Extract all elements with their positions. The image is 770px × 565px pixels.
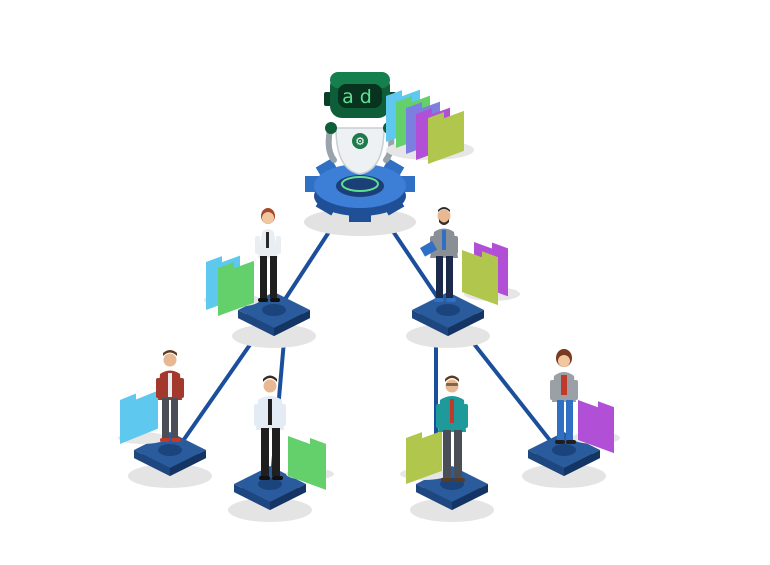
folder-icon: [120, 390, 158, 444]
node-manager-right: [406, 207, 520, 348]
person-man-red-jacket: [156, 350, 184, 442]
folder-icon-group: [462, 242, 520, 306]
folder-icon: [420, 241, 438, 257]
folder-icon: [218, 260, 254, 316]
node-employee-3: [400, 375, 494, 522]
folder-icon-group: [286, 436, 334, 490]
node-employee-4: [522, 349, 620, 488]
robot-visor-text: ad: [342, 86, 378, 108]
folder-icon-group: [204, 255, 260, 316]
folder-icon-group: [118, 390, 166, 444]
node-employee-2: [228, 375, 334, 522]
folder-icon-group: [400, 430, 448, 484]
robot-chest-gear-icon: ⚙: [355, 135, 365, 148]
folder-icon-group: [572, 400, 620, 454]
robot-hub: ⚙ ad: [304, 72, 416, 236]
person-woman-grey-cardigan: [550, 349, 578, 444]
folder-icon: [406, 430, 442, 484]
gear-icon: [305, 156, 415, 222]
person-woman-white-shirt: [255, 208, 281, 302]
folder-icon: [288, 436, 326, 490]
node-manager-left: [204, 208, 316, 348]
folder-icon: [462, 250, 498, 306]
node-employee-1: [118, 350, 212, 488]
person-man-white-shirt-tie: [254, 375, 286, 480]
person-bearded-man-grey-suit: [420, 207, 458, 302]
robot-folder-stack: [386, 89, 474, 164]
folder-icon: [578, 400, 614, 454]
person-man-teal-suit: [436, 375, 468, 482]
